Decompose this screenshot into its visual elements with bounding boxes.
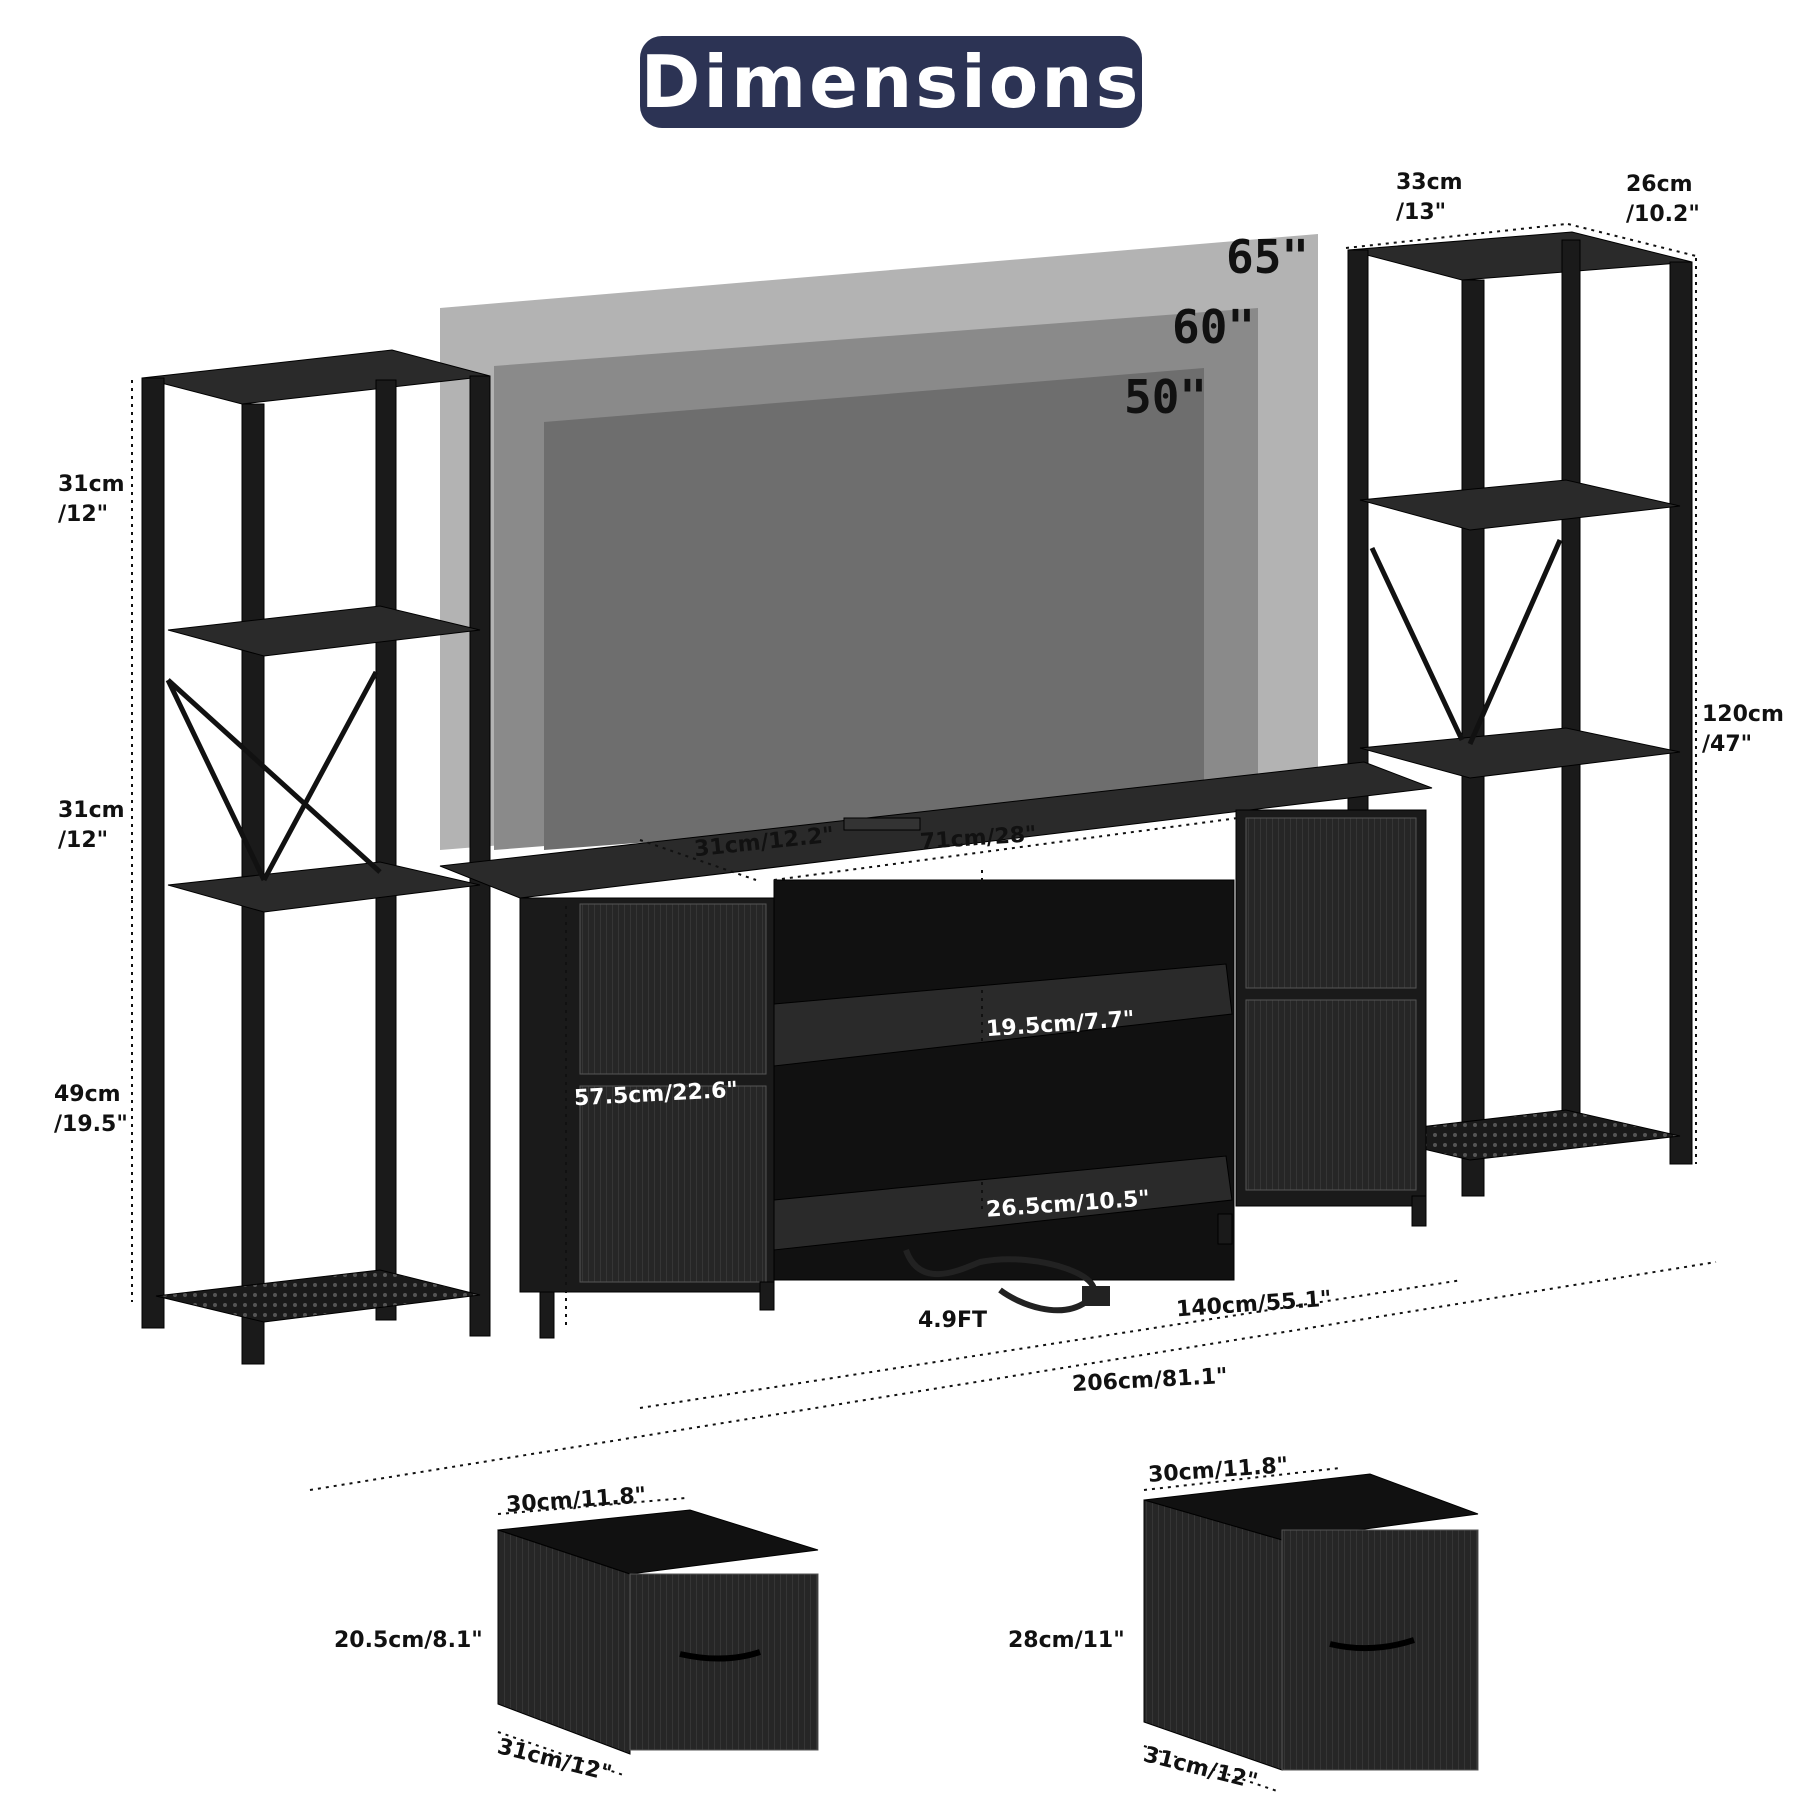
title-badge <box>640 36 1142 128</box>
right-tower-width: 33cm /13" <box>1396 170 1463 225</box>
power-plug <box>1082 1286 1110 1306</box>
large-drawer-height: 28cm/11" <box>1008 1628 1125 1653</box>
right-tower-height: 120cm /47" <box>1702 702 1784 757</box>
right-tower-depth: 26cm /10.2" <box>1626 172 1700 227</box>
tv-size-50: 50" <box>1124 370 1208 424</box>
left-tower <box>141 349 491 1365</box>
tv-screens <box>440 234 1318 850</box>
dimension-lines <box>131 223 1717 1793</box>
left-tower-shelf-mid: 31cm /12" <box>58 798 125 853</box>
tv-size-60: 60" <box>1172 300 1256 354</box>
cord-length: 4.9FT <box>918 1308 988 1333</box>
page-title: Dimensions <box>640 40 1142 124</box>
small-drawer-height: 20.5cm/8.1" <box>334 1628 483 1653</box>
large-drawer <box>1143 1473 1479 1771</box>
small-drawer <box>497 1509 819 1755</box>
tv-stand <box>439 761 1433 1339</box>
tv-size-65: 65" <box>1226 230 1310 284</box>
tv-screen-50 <box>544 368 1204 850</box>
left-tower-shelf-top: 31cm /12" <box>58 472 125 527</box>
left-tower-shelf-bottom: 49cm /19.5" <box>54 1082 128 1137</box>
power-cord <box>903 1248 1097 1314</box>
